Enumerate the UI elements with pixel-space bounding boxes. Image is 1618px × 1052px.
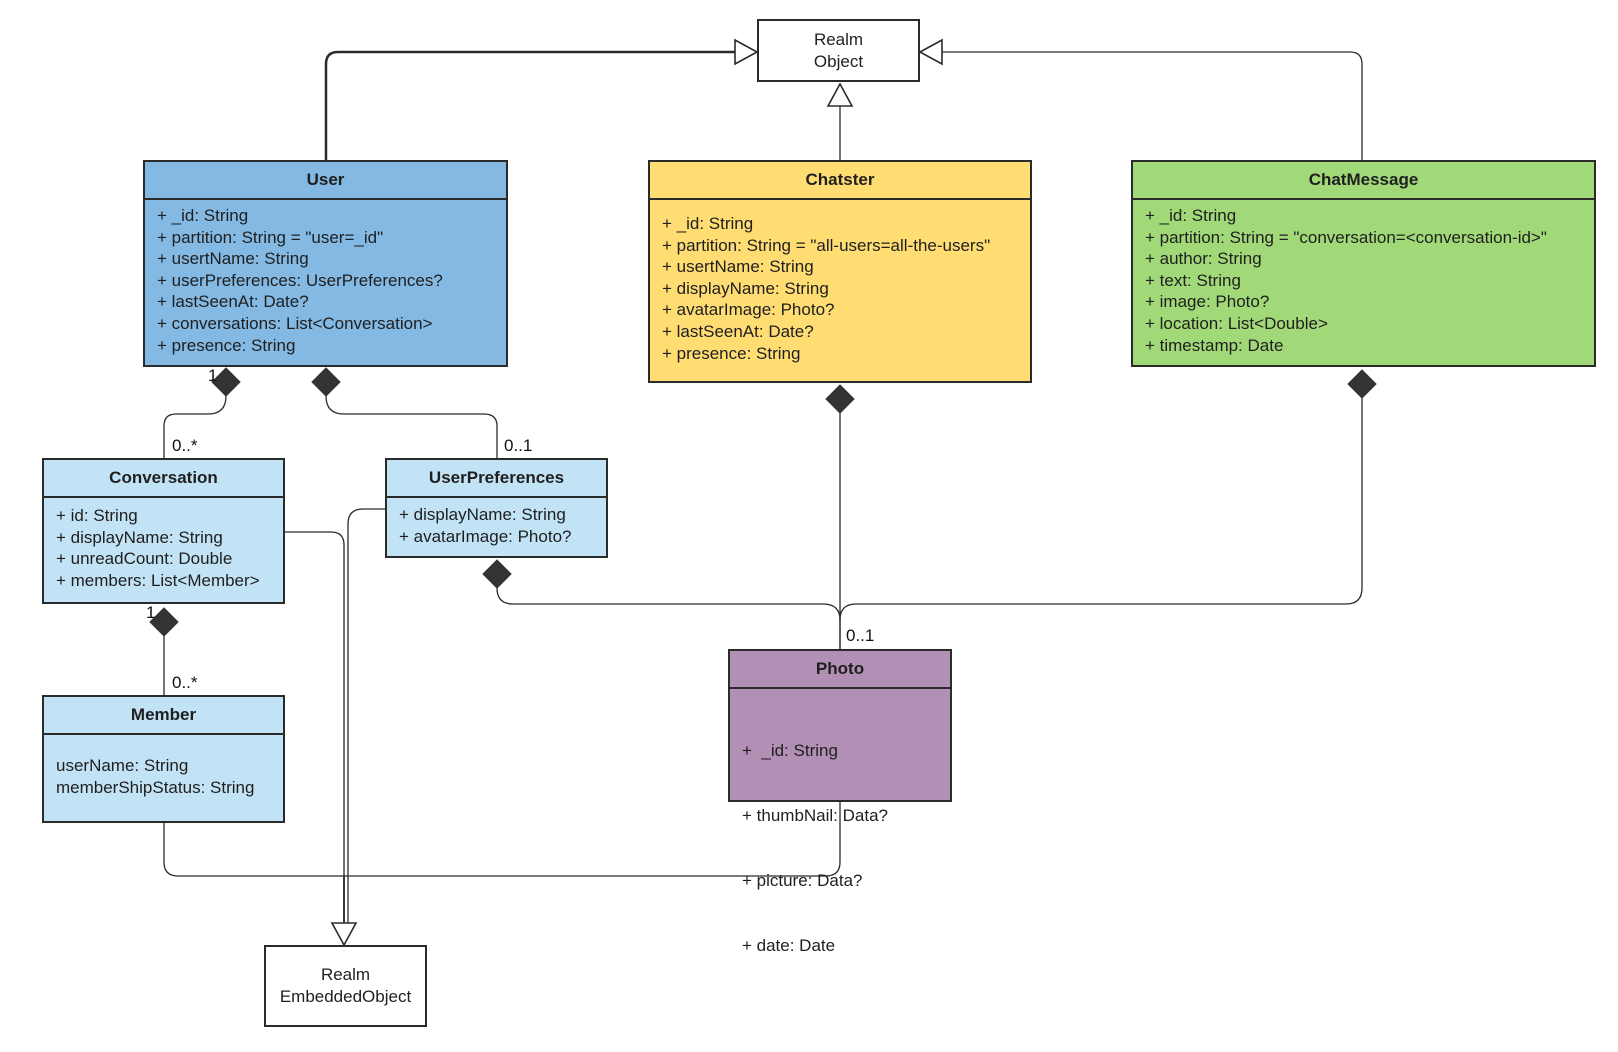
attribute: + date: Date — [742, 935, 836, 955]
conversation-inherits-embedded-line — [284, 531, 345, 923]
user-preferences-composition-line — [325, 395, 498, 458]
multiplicity-user-conversation-source: 1 — [208, 366, 218, 385]
attribute: + author: String — [1145, 249, 1262, 269]
attribute: + presence: String — [157, 335, 296, 355]
embedded-generalization-arrowhead — [330, 922, 358, 947]
class-chatster-title: Chatster — [650, 162, 1030, 200]
class-conversation[interactable]: Conversation + id: String + displayName:… — [42, 458, 285, 604]
user-inherits-realm-object-line — [324, 50, 735, 160]
attribute: + location: List<Double> — [1145, 313, 1328, 333]
member-inherits-embedded-line — [163, 823, 344, 877]
attribute: + thumbNail: Data? — [742, 805, 888, 825]
realm-embedded-object-box[interactable]: Realm EmbeddedObject — [264, 945, 427, 1027]
multiplicity-conversation-member-source: 1 — [146, 603, 156, 622]
multiplicity-user-conversation-target: 0..* — [172, 436, 198, 455]
realm-object-label-line1: Realm — [813, 29, 864, 49]
multiplicity-photo-target: 0..1 — [846, 626, 875, 645]
attribute: + presence: String — [662, 343, 801, 363]
userprefs-photo-diamond — [482, 559, 512, 589]
attribute: + lastSeenAt: Date? — [157, 292, 309, 312]
attribute: + _id: String — [742, 741, 838, 761]
attribute: + id: String — [56, 506, 138, 525]
attribute: + text: String — [1145, 270, 1241, 290]
attribute: + avatarImage: Photo? — [399, 526, 572, 546]
attribute: + displayName: String — [399, 505, 566, 524]
chatster-photo-diamond — [825, 384, 855, 414]
chatmessage-photo-composition-line — [839, 398, 1363, 621]
class-member-title: Member — [44, 697, 283, 735]
class-userpreferences-title: UserPreferences — [387, 460, 606, 498]
attribute: + displayName: String — [662, 278, 829, 298]
class-conversation-attributes: + id: String + displayName: String + unr… — [44, 498, 283, 591]
class-chatster[interactable]: Chatster + _id: String + partition: Stri… — [648, 160, 1032, 383]
attribute: userName: String — [56, 756, 189, 775]
class-chatmessage-title: ChatMessage — [1133, 162, 1594, 200]
attribute: + members: List<Member> — [56, 570, 260, 590]
chatmessage-generalization-arrowhead — [918, 38, 943, 66]
attribute: memberShipStatus: String — [56, 777, 255, 797]
realm-object-label-line2: Object — [813, 51, 864, 71]
attribute: + usertName: String — [662, 257, 814, 277]
attribute: + conversations: List<Conversation> — [157, 313, 433, 333]
attribute: + unreadCount: Double — [56, 549, 233, 569]
class-chatmessage-attributes: + _id: String + partition: String = "con… — [1133, 200, 1594, 356]
attribute: + picture: Data? — [742, 870, 863, 890]
attribute: + partition: String = "user=_id" — [157, 227, 384, 247]
attribute: + lastSeenAt: Date? — [662, 321, 814, 341]
attribute: + partition: String = "all-users=all-the… — [662, 235, 991, 255]
attribute: + displayName: String — [56, 527, 223, 547]
user-conversation-composition-line — [163, 395, 227, 458]
userprefs-photo-composition-line — [496, 587, 841, 649]
user-generalization-arrowhead — [734, 38, 759, 66]
attribute: + userPreferences: UserPreferences? — [157, 270, 443, 290]
attribute: + _id: String — [157, 206, 249, 225]
class-photo[interactable]: Photo + _id: String + thumbNail: Data? +… — [728, 649, 952, 955]
class-member-attributes: userName: String memberShipStatus: Strin… — [44, 735, 283, 798]
multiplicity-conversation-member-target: 0..* — [172, 673, 198, 692]
class-userpreferences[interactable]: UserPreferences + displayName: String + … — [385, 458, 608, 558]
attribute: + timestamp: Date — [1145, 335, 1284, 355]
attribute: + usertName: String — [157, 249, 309, 269]
class-photo-attributes: + _id: String + thumbNail: Data? + pictu… — [730, 689, 950, 999]
class-user[interactable]: User + _id: String + partition: String =… — [143, 160, 508, 367]
realm-object-box[interactable]: Realm Object — [757, 19, 920, 82]
class-conversation-title: Conversation — [44, 460, 283, 498]
class-userpreferences-attributes: + displayName: String + avatarImage: Pho… — [387, 498, 606, 547]
attribute: + _id: String — [662, 214, 754, 233]
class-member[interactable]: Member userName: String memberShipStatus… — [42, 695, 285, 823]
realm-embedded-object-label-line1: Realm — [320, 965, 371, 984]
chatster-generalization-arrowhead — [826, 82, 854, 107]
realm-embedded-object-label-line2: EmbeddedObject — [279, 987, 412, 1006]
user-conversation-diamond — [211, 367, 241, 397]
class-chatster-attributes: + _id: String + partition: String = "all… — [650, 200, 1030, 364]
photo-inherits-embedded-line — [344, 802, 841, 877]
multiplicity-user-prefs-target: 0..1 — [504, 436, 533, 455]
conversation-member-diamond — [149, 607, 179, 637]
attribute: + image: Photo? — [1145, 292, 1270, 312]
chatmessage-inherits-realm-object-line — [942, 51, 1363, 160]
attribute: + avatarImage: Photo? — [662, 300, 835, 320]
class-photo-title: Photo — [730, 651, 950, 689]
attribute: + partition: String = "conversation=<con… — [1145, 227, 1547, 247]
user-preferences-diamond — [311, 367, 341, 397]
chatmessage-photo-diamond — [1347, 369, 1377, 399]
userprefs-inherits-embedded-line — [347, 508, 385, 923]
class-user-title: User — [145, 162, 506, 200]
attribute: + _id: String — [1145, 206, 1237, 225]
class-user-attributes: + _id: String + partition: String = "use… — [145, 200, 506, 356]
class-chatmessage[interactable]: ChatMessage + _id: String + partition: S… — [1131, 160, 1596, 367]
